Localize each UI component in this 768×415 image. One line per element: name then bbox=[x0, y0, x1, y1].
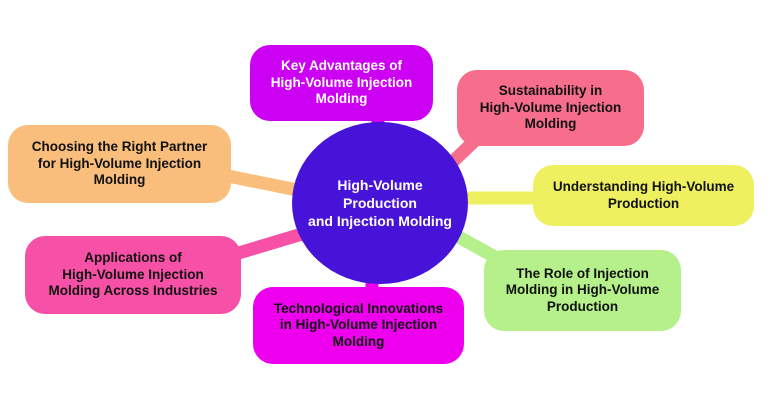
center-topic-circle[interactable]: High-Volume Production and Injection Mol… bbox=[292, 122, 468, 284]
node-key-advantages[interactable]: Key Advantages of High-Volume Injection … bbox=[250, 45, 433, 121]
node-sustainability[interactable]: Sustainability in High-Volume Injection … bbox=[457, 70, 644, 146]
node-sustainability-label: Sustainability in High-Volume Injection … bbox=[479, 83, 622, 132]
node-technological-innovations[interactable]: Technological Innovations in High-Volume… bbox=[253, 287, 464, 364]
node-applications[interactable]: Applications of High-Volume Injection Mo… bbox=[25, 236, 241, 314]
node-role-label: The Role of Injection Molding in High-Vo… bbox=[505, 265, 660, 314]
node-applications-label: Applications of High-Volume Injection Mo… bbox=[48, 250, 218, 299]
node-choosing-label: Choosing the Right Partner for High-Volu… bbox=[31, 139, 208, 188]
node-key-advantages-label: Key Advantages of High-Volume Injection … bbox=[270, 58, 413, 107]
node-technological-label: Technological Innovations in High-Volume… bbox=[273, 300, 444, 349]
node-role-of-injection-molding[interactable]: The Role of Injection Molding in High-Vo… bbox=[484, 250, 681, 331]
node-choosing-partner[interactable]: Choosing the Right Partner for High-Volu… bbox=[8, 125, 231, 203]
node-understanding-label: Understanding High-Volume Production bbox=[552, 179, 735, 211]
center-topic-label: High-Volume Production and Injection Mol… bbox=[308, 176, 452, 230]
node-understanding[interactable]: Understanding High-Volume Production bbox=[533, 165, 754, 226]
